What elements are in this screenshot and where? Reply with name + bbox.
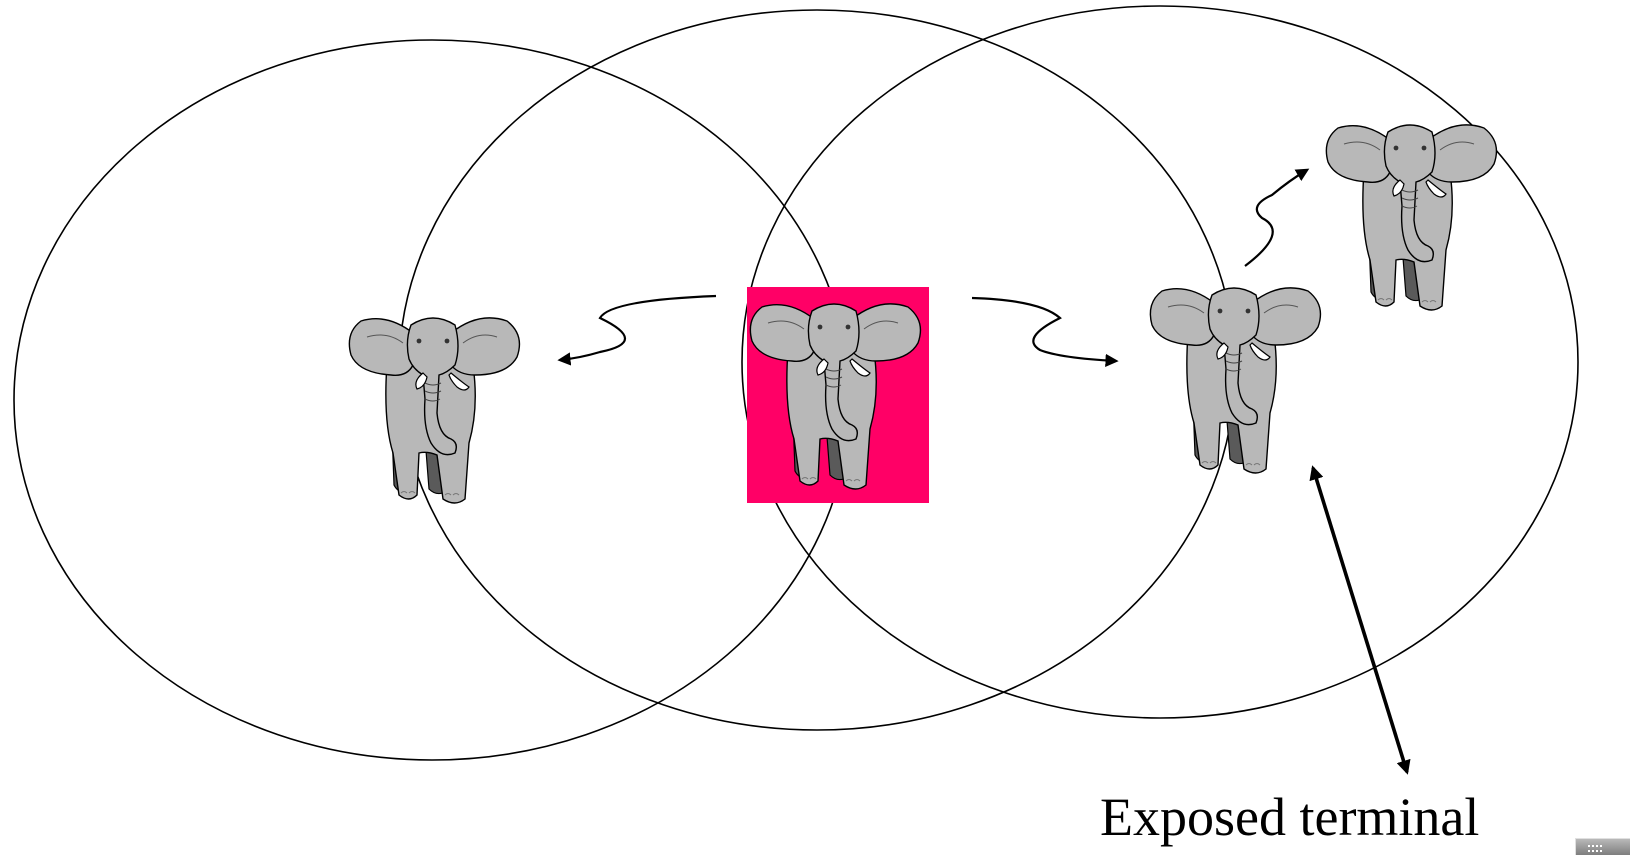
elephant-icon	[1326, 125, 1496, 310]
elephant-icon	[1150, 288, 1320, 473]
wavy-arrow-icon	[1245, 170, 1307, 266]
double-headed-arrow-icon	[1313, 468, 1407, 772]
wavy-arrow-icon	[560, 296, 716, 360]
exposed-terminal-label: Exposed terminal	[1100, 790, 1479, 844]
elephant-icon	[349, 318, 519, 503]
wavy-arrow-icon	[972, 298, 1116, 361]
slide-navigation-widget[interactable]	[1575, 838, 1630, 855]
